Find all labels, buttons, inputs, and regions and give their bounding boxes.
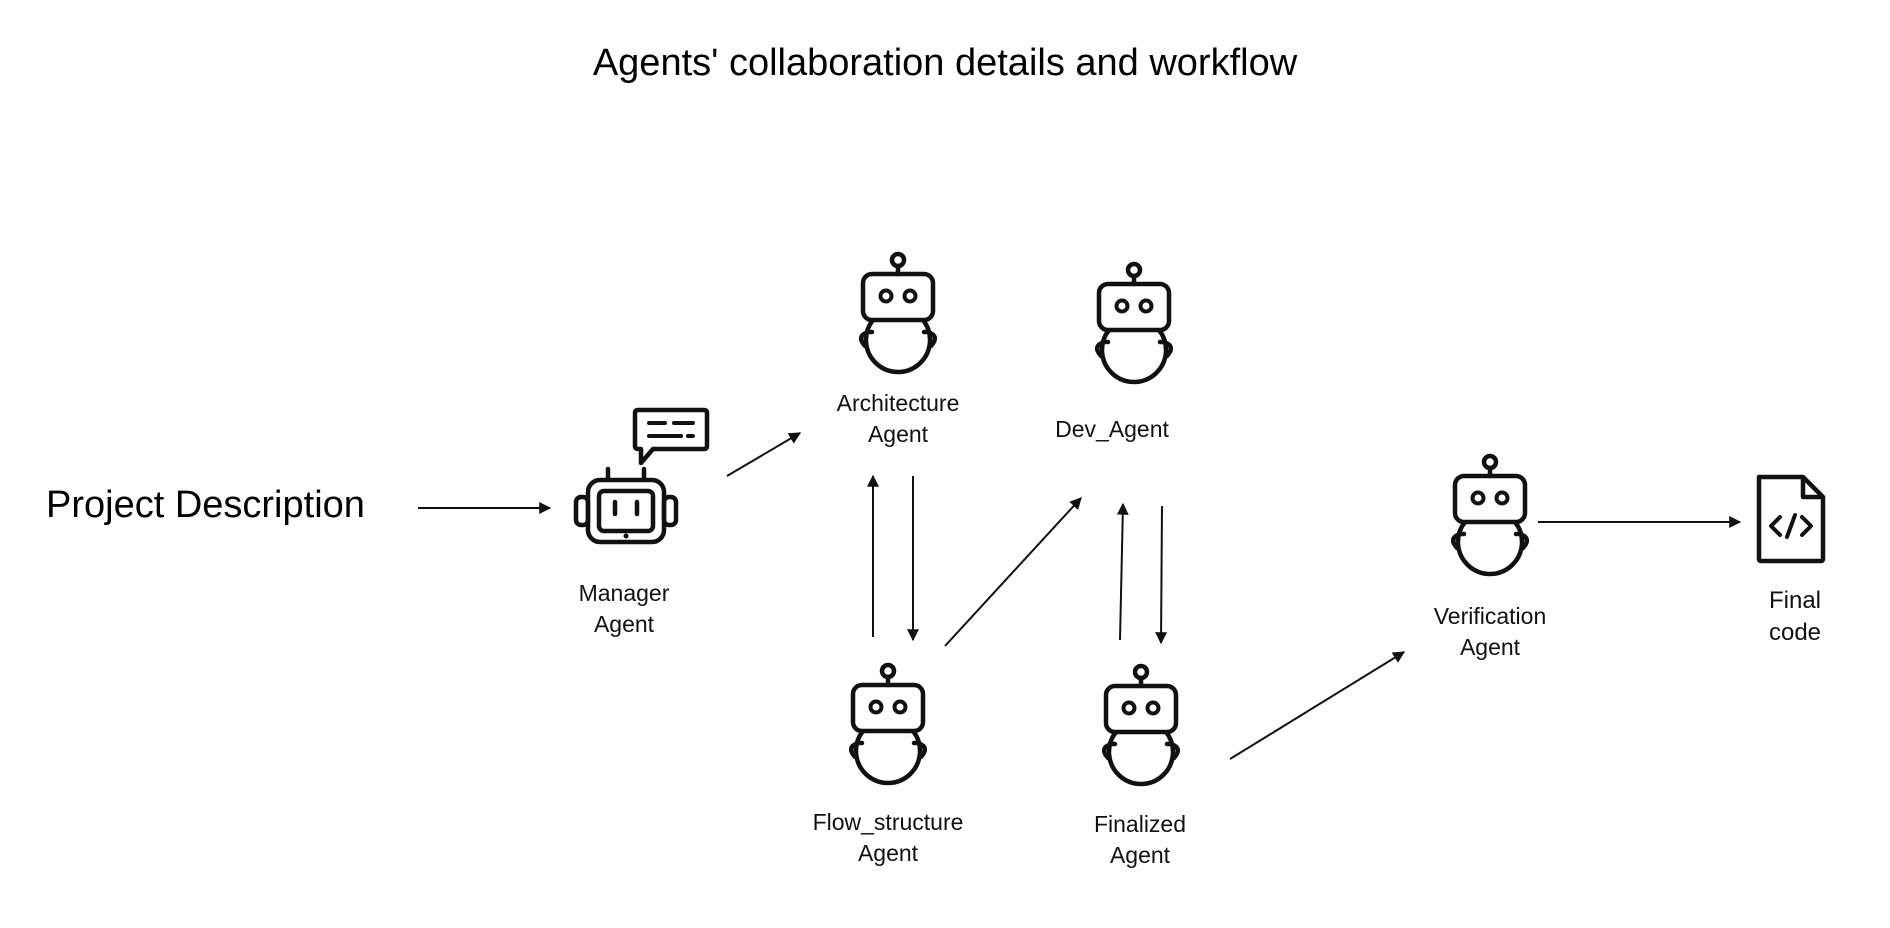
node-label-line: Agent — [1459, 634, 1521, 660]
node-label-line: code — [1768, 619, 1822, 646]
project-description-label: Project Description — [46, 484, 365, 526]
node-label-line: Manager — [578, 580, 670, 606]
code-file-icon — [1756, 474, 1826, 564]
node-label-line: Agent — [593, 611, 655, 637]
node-label-line: Final — [1768, 587, 1822, 614]
node-label-line: Finalized — [1093, 811, 1187, 837]
node-label-line: Verification — [1433, 603, 1547, 629]
node-label-line: Dev_Agent — [1055, 416, 1169, 442]
node-label-line: Agent — [1109, 842, 1171, 868]
edge-finalized-to-verification — [1229, 651, 1406, 760]
node-label-final-code: Final code — [1735, 585, 1855, 649]
flow-structure-robot-icon — [851, 665, 925, 783]
edge-dev-to-finalized — [1155, 505, 1168, 645]
node-label-flow-structure: Flow_structure Agent — [788, 807, 988, 869]
architecture-robot-icon — [861, 254, 935, 372]
node-label-dev: Dev_Agent — [1012, 414, 1212, 445]
verification-robot-icon — [1453, 456, 1527, 574]
edges — [418, 432, 1742, 760]
edge-flow-to-dev — [944, 497, 1082, 647]
node-label-line: Architecture — [836, 390, 960, 416]
node-label-architecture: Architecture Agent — [798, 388, 998, 450]
edge-finalized-to-dev — [1116, 502, 1129, 641]
finalized-robot-icon — [1104, 666, 1178, 784]
diagram-title: Agents' collaboration details and workfl… — [592, 42, 1298, 84]
manager-robot-icon — [573, 407, 710, 545]
node-label-finalized: Finalized Agent — [1040, 809, 1240, 871]
node-label-line: Agent — [867, 421, 929, 447]
node-label-line: Agent — [857, 840, 919, 866]
edge-manager-to-architecture — [726, 432, 802, 477]
dev-robot-icon — [1097, 264, 1171, 382]
node-label-manager: Manager Agent — [544, 578, 704, 640]
node-label-verification: Verification Agent — [1390, 601, 1590, 663]
node-label-line: Flow_structure — [812, 809, 964, 835]
